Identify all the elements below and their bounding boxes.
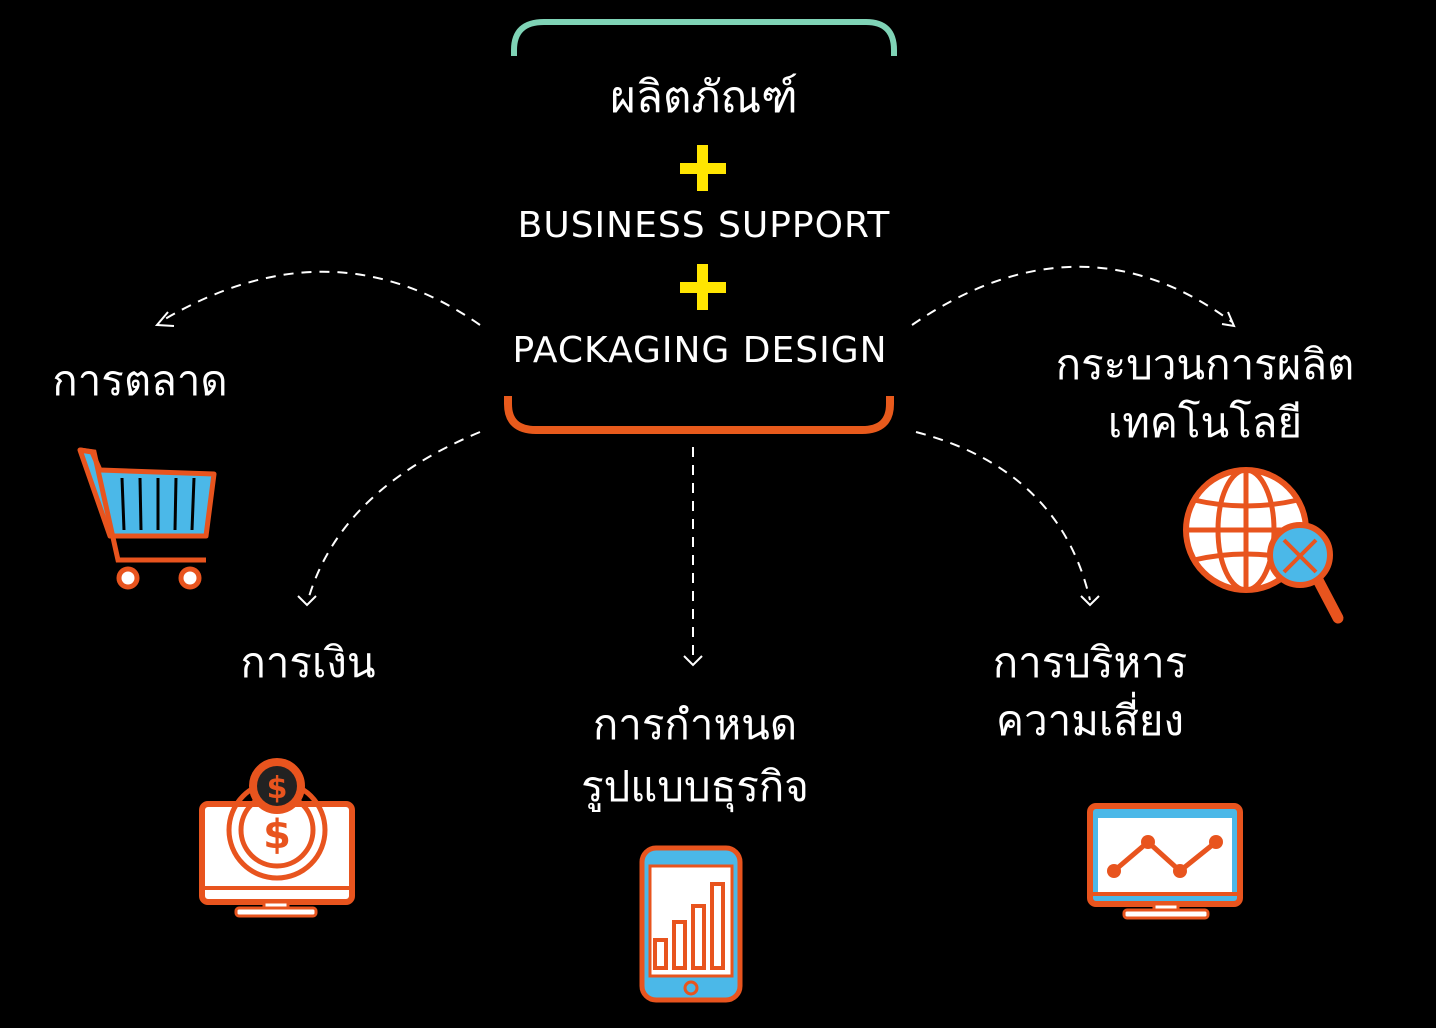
business-model-label-line2: รูปแบบธุรกิจ xyxy=(581,762,809,811)
top-bracket xyxy=(511,19,897,56)
shopping-cart-icon xyxy=(77,447,217,590)
mobile-bar-chart-icon xyxy=(639,845,743,1003)
arrow-to-marketing xyxy=(159,270,481,326)
plus-icon-2 xyxy=(680,264,726,310)
packaging-design-label: PACKAGING DESIGN xyxy=(512,330,888,371)
production-label-line2: เทคโนโลยี xyxy=(1107,398,1303,447)
production-label-line1: กระบวนการผลิต xyxy=(1055,340,1355,389)
risk-label-line2: ความเสี่ยง xyxy=(995,696,1185,745)
business-support-label: BUSINESS SUPPORT xyxy=(517,205,891,246)
monitor-line-chart-icon xyxy=(1087,803,1243,920)
svg-text:$: $ xyxy=(263,812,291,858)
svg-text:$: $ xyxy=(267,771,288,806)
risk-label-line1: การบริหาร xyxy=(992,638,1188,687)
bottom-bracket xyxy=(504,396,894,434)
arrow-to-risk xyxy=(915,431,1091,601)
monitor-dollar-icon: $ $ xyxy=(199,758,355,918)
arrow-to-finance xyxy=(307,431,481,601)
marketing-label: การตลาด xyxy=(52,356,228,405)
finance-label: การเงิน xyxy=(240,638,376,687)
business-model-label-line1: การกำหนด xyxy=(592,700,798,749)
globe-search-icon xyxy=(1183,467,1344,624)
arrow-to-production xyxy=(911,265,1233,326)
plus-icon-1 xyxy=(680,145,726,191)
product-title: ผลิตภัณฑ์ xyxy=(610,72,798,123)
